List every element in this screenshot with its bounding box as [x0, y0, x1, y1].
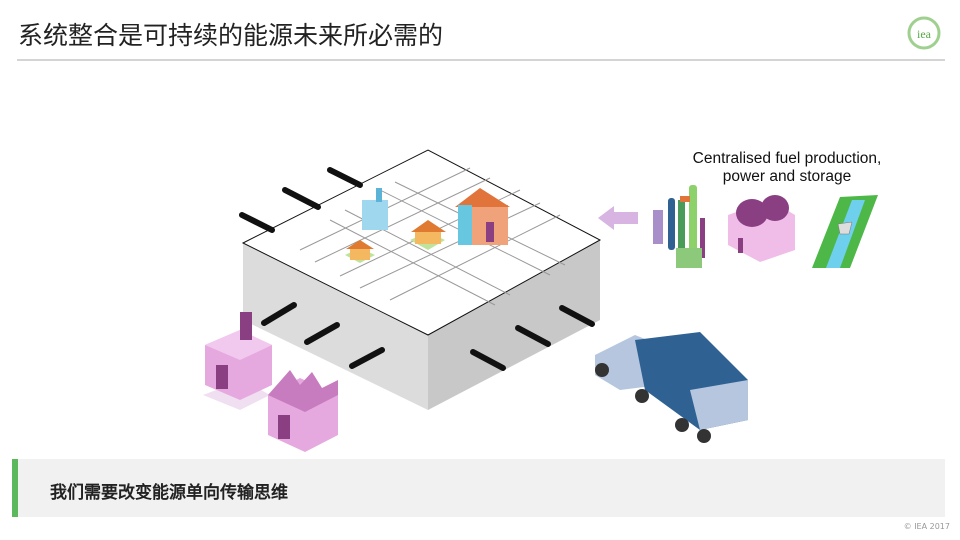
city-platform: [241, 149, 602, 410]
hydro-dam: [812, 195, 878, 268]
truck: [595, 332, 748, 443]
key-message-callout: 我们需要改变能源单向传输思维: [12, 459, 945, 517]
power-plant: [653, 185, 705, 268]
page-title: 系统整合是可持续的能源未来所必需的: [18, 21, 444, 50]
copyright: © IEA 2017: [903, 522, 950, 531]
title-divider: [17, 59, 945, 61]
callout-accent-bar: [12, 459, 18, 517]
pipes: [239, 167, 595, 371]
arrow-left-icon: [598, 206, 638, 230]
factories: [203, 312, 338, 452]
houses: [345, 188, 510, 263]
callout-text: 我们需要改变能源单向传输思维: [50, 483, 288, 503]
iea-logo: iea: [907, 16, 941, 50]
storage-tanks: [728, 195, 795, 262]
svg-text:iea: iea: [917, 27, 932, 41]
central-production-caption: Centralised fuel production, power and s…: [692, 150, 882, 185]
